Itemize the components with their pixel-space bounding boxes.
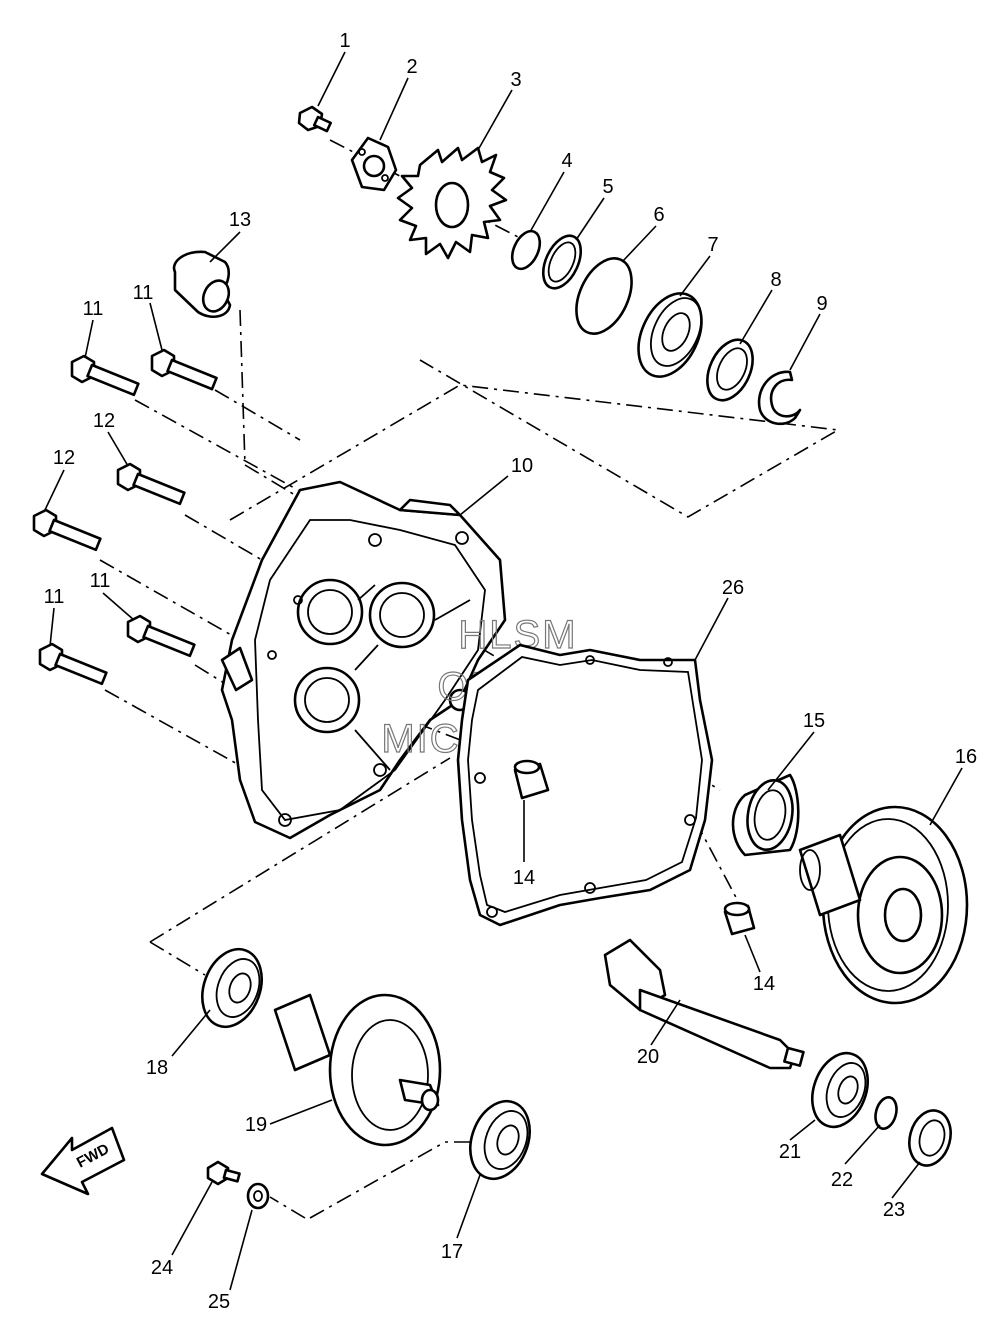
needle-bearing-15 [731, 773, 800, 857]
callout-11-a: 11 [83, 298, 104, 320]
callout-6: 6 [653, 204, 664, 226]
callout-24: 24 [151, 1257, 173, 1279]
callout-11-b: 11 [133, 282, 154, 304]
bolt-24 [206, 1160, 241, 1186]
callout-7: 7 [707, 234, 718, 256]
callout-14-b: 14 [753, 973, 775, 995]
callout-14-a: 14 [513, 867, 535, 889]
callout-21: 21 [779, 1141, 801, 1163]
callout-3: 3 [510, 69, 521, 91]
dowel-pin-14-upper [513, 759, 550, 800]
callout-12-a: 12 [93, 410, 115, 432]
callout-11-c: 11 [90, 570, 111, 592]
callout-13: 13 [229, 209, 251, 231]
drive-sprocket-3 [396, 146, 508, 260]
fwd-arrow-icon: FWD [40, 1126, 126, 1196]
bearing-18 [201, 947, 263, 1029]
bolt-11-upper-right [150, 348, 218, 391]
callout-11-d: 11 [44, 586, 65, 608]
callout-9: 9 [816, 293, 827, 315]
callout-15: 15 [803, 710, 825, 732]
callout-19: 19 [245, 1114, 267, 1136]
bolt-12-upper [116, 462, 186, 506]
lock-plate-2 [350, 136, 398, 192]
circlip-9 [757, 370, 802, 426]
bolt-11-upper-left [70, 354, 140, 397]
callout-25: 25 [208, 1291, 230, 1313]
washer-5 [541, 234, 583, 290]
bolt-11-lower-right [126, 614, 196, 658]
circlip-6 [575, 257, 633, 335]
drive-shaft-20 [603, 938, 805, 1070]
callout-17: 17 [441, 1241, 463, 1263]
collar-13 [172, 250, 232, 319]
gear-16 [798, 805, 969, 1005]
leader-lines [43, 51, 963, 1291]
callout-8: 8 [770, 269, 781, 291]
callout-16: 16 [955, 746, 977, 768]
bearing-17 [469, 1099, 531, 1181]
callout-22: 22 [831, 1169, 853, 1191]
washer-25 [246, 1182, 270, 1210]
callout-10: 10 [511, 455, 533, 477]
callout-26: 26 [722, 577, 744, 599]
callout-1: 1 [339, 30, 350, 52]
circlip-4 [510, 229, 542, 271]
callout-2: 2 [406, 56, 417, 78]
callout-23: 23 [883, 1199, 905, 1221]
oil-seal-8 [706, 338, 754, 402]
bolt-12-lower [32, 508, 102, 552]
bearing-21 [811, 1051, 869, 1129]
gear-shaft-19 [273, 993, 442, 1147]
callouts: 1 2 3 4 5 6 7 8 9 10 11 11 11 11 12 12 1… [44, 30, 978, 1313]
bolt-11-lower-left [38, 642, 108, 686]
gasket-26 [456, 643, 714, 927]
circlip-22 [874, 1096, 898, 1130]
callout-18: 18 [146, 1057, 168, 1079]
callout-12-b: 12 [53, 447, 75, 469]
oil-seal-23 [908, 1109, 952, 1167]
bearing-7 [637, 292, 703, 378]
bolt-1 [297, 105, 332, 133]
callout-4: 4 [561, 150, 572, 172]
case-cover-10 [220, 480, 507, 840]
callout-20: 20 [637, 1046, 659, 1068]
dowel-pin-14-lower [723, 901, 756, 936]
callout-5: 5 [602, 176, 613, 198]
